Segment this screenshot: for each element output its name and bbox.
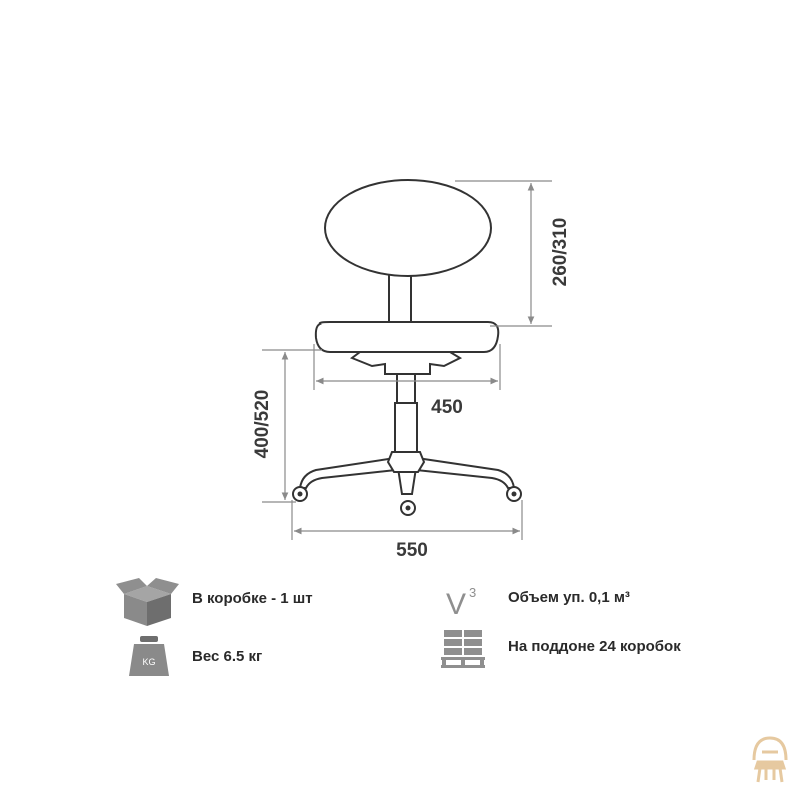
box-quantity-text: В коробке - 1 шт [192,590,313,607]
chair-logo-watermark [752,736,788,783]
weight-text: Вес 6.5 кг [192,648,263,665]
chair-outline [292,179,522,516]
svg-text:KG: KG [142,657,155,667]
svg-text:3: 3 [469,585,476,600]
seat-width-label: 450 [431,397,463,418]
gas-lift-upper [396,373,416,405]
backrest [324,179,492,277]
base-leg-right [414,456,516,489]
pallet-quantity-text: На поддоне 24 коробок [508,638,681,655]
weight-icon: KG [129,636,169,676]
seat [314,321,500,353]
gas-lift-lower [394,402,418,454]
pallet-icon [441,630,485,668]
base-leg-left [298,456,398,489]
base-width-label: 550 [396,540,428,561]
svg-text:V: V [446,588,466,621]
backrest-height-label: 260/310 [550,218,571,287]
dimension-lines [262,180,552,540]
seat-mechanism [349,351,463,375]
box-icon [116,578,179,626]
seat-height-label: 400/520 [252,390,273,459]
base-hub [386,451,426,473]
package-volume-text: Объем уп. 0,1 м³ [508,589,630,606]
volume-icon: V 3 [446,585,476,621]
